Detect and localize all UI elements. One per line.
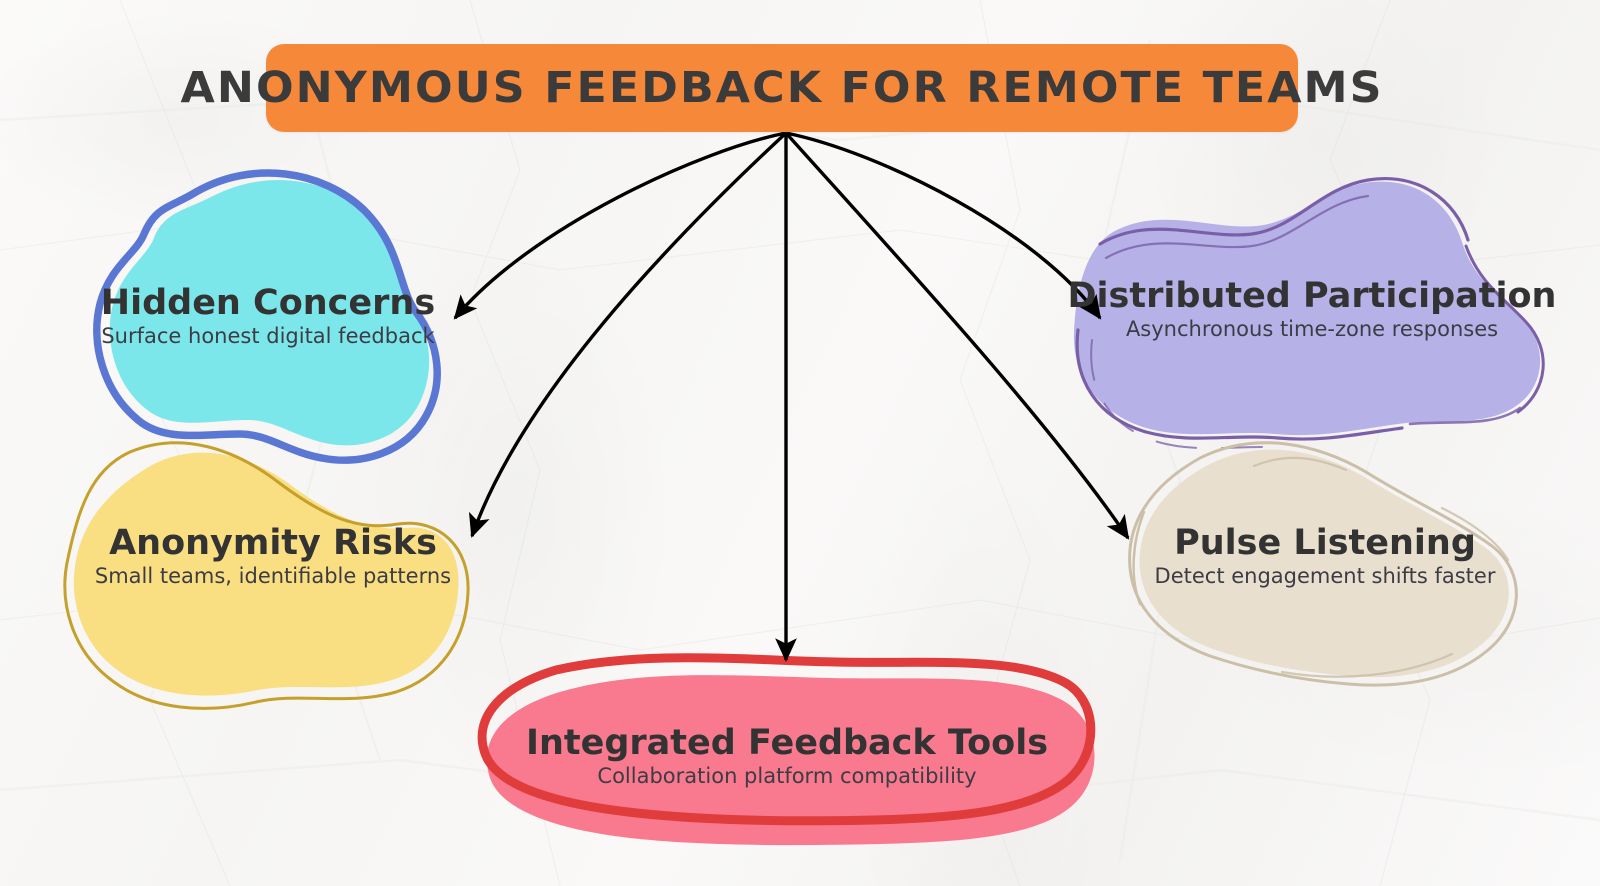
- node-title-hidden-concerns: Hidden Concerns: [100, 283, 436, 323]
- node-title-anonymity-risks: Anonymity Risks: [109, 523, 437, 563]
- blob-outline5-pulse-listening: [1440, 506, 1510, 562]
- page-title: ANONYMOUS FEEDBACK FOR REMOTE TEAMS: [180, 63, 1384, 113]
- blob-fill-anonymity-risks: [73, 452, 459, 696]
- node-label-anonymity-risks: Anonymity Risks Small teams, identifiabl…: [28, 525, 518, 588]
- node-subtitle-anonymity-risks: Small teams, identifiable patterns: [94, 563, 452, 588]
- node-label-hidden-concerns: Hidden Concerns Surface honest digital f…: [33, 285, 503, 348]
- blob-fill-distributed-participation: [1073, 181, 1541, 436]
- blob-fill-hidden-concerns: [109, 179, 430, 446]
- node-title-integrated-feedback-tools: Integrated Feedback Tools: [525, 723, 1049, 763]
- node-label-pulse-listening: Pulse Listening Detect engagement shifts…: [1090, 525, 1560, 588]
- blob-outline-integrated-feedback-tools: [477, 653, 1096, 826]
- node-label-integrated-feedback-tools: Integrated Feedback Tools Collaboration …: [497, 725, 1077, 788]
- blob-outline5-distributed-participation: [1464, 244, 1545, 414]
- blob-outline3-distributed-participation: [1075, 328, 1404, 441]
- node-shape-anonymity-risks: [63, 441, 470, 710]
- blob-outline-distributed-participation: [1098, 177, 1470, 246]
- arrow-to-anonymity-risks: [468, 131, 788, 538]
- blob-outline-hidden-concerns: [93, 169, 441, 464]
- node-subtitle-hidden-concerns: Surface honest digital feedback: [101, 323, 435, 348]
- blob-outline-pulse-listening: [1128, 441, 1518, 687]
- node-shape-distributed-participation: [1073, 177, 1545, 450]
- node-title-pulse-listening: Pulse Listening: [1174, 523, 1476, 563]
- blob-outline2-distributed-participation: [1104, 194, 1370, 260]
- center-topic-banner: ANONYMOUS FEEDBACK FOR REMOTE TEAMS: [180, 44, 1382, 132]
- node-shape-pulse-listening: [1128, 441, 1518, 687]
- node-title-distributed-participation: Distributed Participation: [1067, 276, 1557, 316]
- blob-outline4-pulse-listening: [1280, 652, 1454, 678]
- blob-fill-pulse-listening: [1139, 449, 1509, 678]
- blob-outline6-distributed-participation: [1408, 406, 1522, 426]
- blob-fill-integrated-feedback-tools: [486, 675, 1095, 846]
- node-label-distributed-participation: Distributed Participation Asynchronous t…: [1053, 278, 1571, 341]
- arrow-to-pulse-listening: [784, 131, 1130, 540]
- node-shape-hidden-concerns: [93, 169, 441, 464]
- node-subtitle-pulse-listening: Detect engagement shifts faster: [1154, 563, 1496, 588]
- node-shape-integrated-feedback-tools: [477, 653, 1096, 846]
- arrow-to-distributed-participation: [785, 131, 1102, 320]
- node-subtitle-distributed-participation: Asynchronous time-zone responses: [1125, 316, 1499, 341]
- arrow-to-hidden-concerns: [453, 131, 787, 320]
- blob-outline2-pulse-listening: [1132, 510, 1146, 606]
- blob-outline3-pulse-listening: [1252, 456, 1348, 472]
- node-subtitle-integrated-feedback-tools: Collaboration platform compatibility: [597, 763, 977, 788]
- blob-outline-anonymity-risks: [63, 441, 470, 710]
- blob-outline4-distributed-participation: [1090, 339, 1287, 450]
